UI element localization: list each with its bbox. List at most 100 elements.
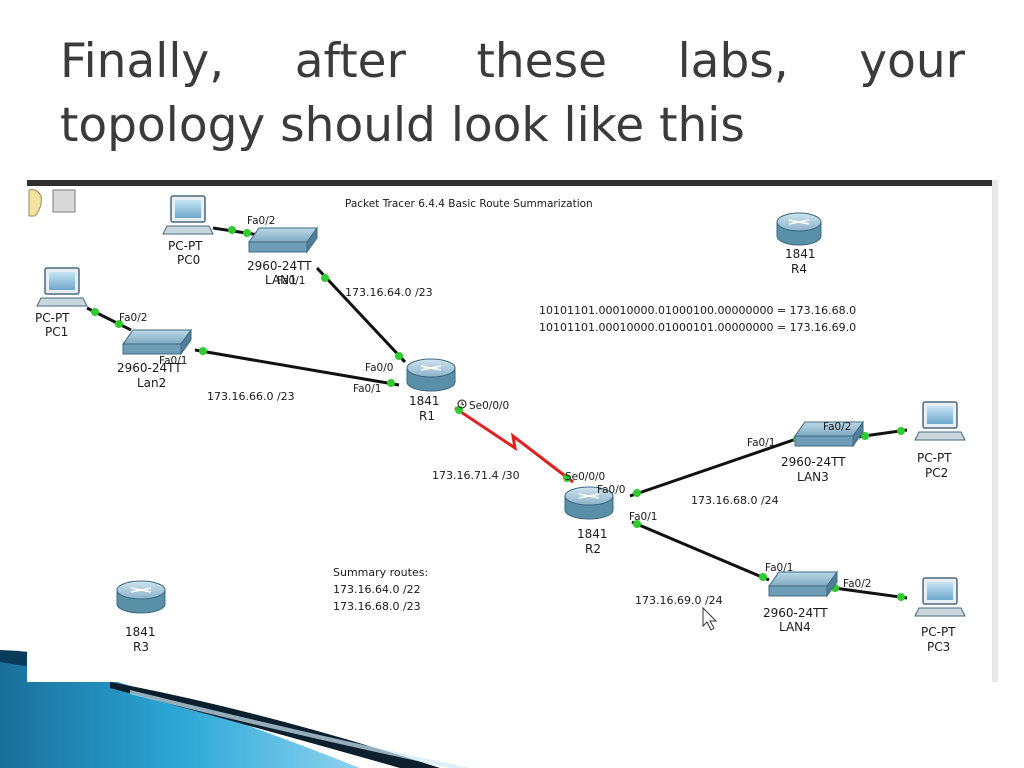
router-icon [564, 486, 614, 520]
slide-title-line-2: topology should look like this [60, 98, 745, 153]
summary-route: 173.16.64.0 /22 [333, 583, 421, 596]
link-r2-lan3 [629, 434, 806, 498]
window-right-border [992, 180, 998, 682]
r2-router[interactable]: 1841 R2 [564, 486, 614, 556]
pc-icon [914, 577, 966, 617]
lan2-switch[interactable]: 2960-24TT Lan2 [117, 328, 192, 390]
summary-routes-note: Summary routes: 173.16.64.0 /22 173.16.6… [333, 566, 428, 613]
port-light [563, 474, 571, 482]
pc-icon [162, 195, 214, 235]
title-word: after [294, 34, 406, 89]
link-lan1-r1 [315, 266, 407, 364]
port-label: Fa0/2 [119, 312, 147, 324]
note-tool-icon[interactable] [27, 186, 79, 220]
port-label: Fa0/1 [353, 383, 381, 395]
pc2-name: PC2 [925, 466, 948, 480]
router-icon [776, 212, 822, 246]
link-lan2-r1 [194, 348, 400, 387]
port-label: Fa0/0 [597, 484, 625, 496]
link-r1-r2-serial [454, 406, 574, 484]
lan2-name: Lan2 [137, 376, 166, 390]
r1-router[interactable]: 1841 R1 [406, 358, 456, 423]
links [86, 226, 908, 600]
network-label-lan4: 173.16.69.0 /24 [635, 594, 723, 607]
port-light [199, 347, 207, 355]
port-light [395, 352, 403, 360]
lan3-switch[interactable]: 2960-24TT LAN3 [781, 420, 864, 484]
switch-icon [122, 328, 192, 356]
network-label-lan2: 173.16.66.0 /23 [207, 390, 295, 403]
window-top-border [27, 180, 998, 186]
port-light [387, 379, 395, 387]
pc0-device[interactable]: PC-PT PC0 [162, 195, 214, 267]
r3-router[interactable]: 1841 R3 [116, 580, 166, 654]
network-label-lan1: 173.16.64.0 /23 [345, 286, 433, 299]
router-icon [406, 358, 456, 392]
pc2-model: PC-PT [917, 451, 952, 465]
pc1-model: PC-PT [35, 311, 70, 325]
port-light [115, 320, 123, 328]
topology-title: Packet Tracer 6.4.4 Basic Route Summariz… [345, 198, 593, 210]
title-word: your [859, 34, 965, 89]
binary-notes: 10101101.00010000.01000100.00000000 = 17… [539, 304, 856, 334]
pc2-device[interactable]: PC-PT PC2 [914, 401, 966, 480]
port-light [321, 274, 329, 282]
lan1-switch[interactable]: 2960-24TT LAN1 [247, 226, 318, 287]
port-light [897, 593, 905, 601]
binary-note-line: 10101101.00010000.01000100.00000000 = 17… [539, 304, 856, 317]
pc3-name: PC3 [927, 640, 950, 654]
binary-note-line: 10101101.00010000.01000101.00000000 = 17… [539, 321, 856, 334]
link-lan4-pc3 [826, 585, 908, 600]
title-word: labs, [677, 34, 789, 89]
r1-name: R1 [419, 409, 435, 423]
pc-icon [914, 401, 966, 441]
port-label: Fa0/2 [843, 578, 871, 590]
port-light [897, 427, 905, 435]
r2-name: R2 [585, 542, 601, 556]
r1-model: 1841 [409, 394, 440, 408]
port-label: Fa0/1 [159, 355, 187, 367]
port-light [633, 489, 641, 497]
r4-name: R4 [791, 262, 807, 276]
pc3-model: PC-PT [921, 625, 956, 639]
router-icon [116, 580, 166, 614]
lan3-name: LAN3 [797, 470, 829, 484]
summary-route: 173.16.68.0 /23 [333, 600, 421, 613]
port-light [759, 573, 767, 581]
mouse-cursor-icon [702, 606, 718, 631]
r4-router[interactable]: 1841 R4 [776, 212, 822, 276]
link-r2-lan4 [631, 520, 770, 582]
port-label: Fa0/2 [247, 215, 275, 227]
lan4-switch[interactable]: 2960-24TT LAN4 [763, 570, 838, 634]
pc-icon [36, 267, 88, 307]
port-label: Se0/0/0 [565, 471, 605, 483]
port-labels: Fa0/2 Fa0/1 Fa0/2 Fa0/1 Fa0/0 Fa0/1 Se0/… [119, 215, 871, 590]
pc1-device[interactable]: PC-PT PC1 [35, 267, 88, 339]
pc3-device[interactable]: PC-PT PC3 [914, 577, 966, 654]
lan2-model: 2960-24TT [117, 361, 182, 375]
slide-title-line-1: Finally, after these labs, your [60, 30, 965, 94]
network-labels: 173.16.64.0 /23 173.16.66.0 /23 173.16.7… [207, 286, 779, 607]
r3-model: 1841 [125, 625, 156, 639]
switch-icon [768, 570, 838, 598]
lan3-model: 2960-24TT [781, 455, 846, 469]
lan1-name: LAN1 [265, 273, 297, 287]
slide-title: Finally, after these labs, your topology… [60, 30, 965, 158]
port-light [633, 520, 641, 528]
port-light [861, 432, 869, 440]
port-label: Fa0/1 [765, 562, 793, 574]
port-status-dots [91, 226, 905, 601]
r4-model: 1841 [785, 247, 816, 261]
lan4-name: LAN4 [779, 620, 811, 634]
lan4-model: 2960-24TT [763, 606, 828, 620]
port-label: Fa0/1 [629, 511, 657, 523]
packet-tracer-screenshot: Packet Tracer 6.4.4 Basic Route Summariz… [27, 180, 998, 682]
clock-icon [457, 399, 467, 409]
network-label-lan3: 173.16.68.0 /24 [691, 494, 779, 507]
pc0-name: PC0 [177, 253, 200, 267]
switch-icon [794, 420, 864, 448]
pc0-model: PC-PT [168, 239, 203, 253]
port-label: Fa0/2 [823, 421, 851, 433]
link-pc0-lan1 [212, 226, 260, 237]
port-light [228, 226, 236, 234]
